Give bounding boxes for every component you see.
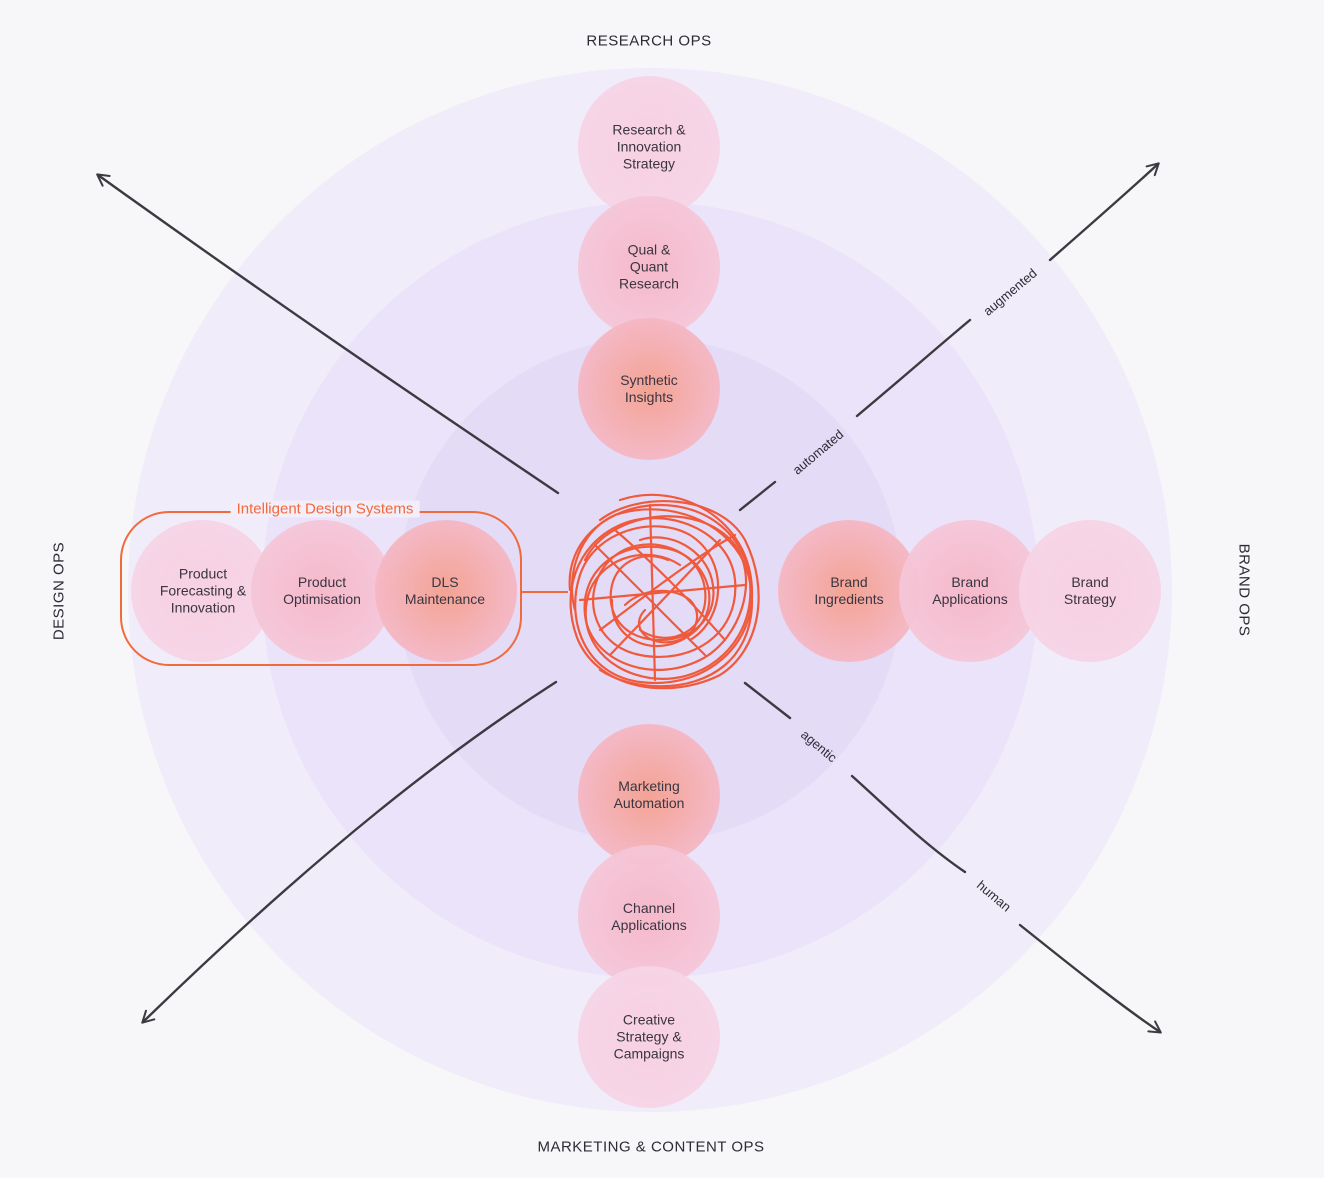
node-label-design-3: Product Forecasting & Innovation	[159, 565, 247, 616]
node-label-research-1: Synthetic Insights	[620, 372, 678, 405]
node-circle-design-1	[375, 520, 517, 662]
brand-node-circles	[778, 520, 1161, 662]
node-circle-brand-1	[778, 520, 920, 662]
node-circle-design-3	[131, 520, 273, 662]
axis-title-marketing-content-ops: MARKETING & CONTENT OPS	[537, 1138, 765, 1156]
node-circle-brand-2	[899, 520, 1041, 662]
central-scribble	[568, 493, 760, 690]
arrow-down-right-segment-2	[850, 774, 967, 874]
node-circle-research-3	[578, 76, 720, 218]
node-circle-marketing-2	[578, 845, 720, 987]
node-label-marketing-2: Channel Applications	[611, 900, 687, 933]
node-label-design-1: DLS Maintenance	[404, 574, 486, 607]
node-label-research-2: Qual & Quant Research	[619, 241, 679, 292]
node-label-design-2: Product Optimisation	[283, 574, 361, 607]
arrow-up-left	[96, 173, 560, 495]
group-title-intelligent-design-systems: Intelligent Design Systems	[230, 500, 420, 518]
arrow-down-right-segment-3	[1018, 923, 1162, 1034]
node-circle-design-2	[251, 520, 393, 662]
node-label-brand-3: Brand Strategy	[1063, 574, 1117, 607]
node-label-research-3: Research & Innovation Strategy	[612, 121, 686, 172]
research-node-circles	[578, 76, 720, 460]
node-circle-marketing-3	[578, 966, 720, 1108]
design-node-circles	[131, 520, 517, 662]
node-circle-marketing-1	[578, 724, 720, 866]
marketing-node-circles	[578, 724, 720, 1108]
node-label-brand-2: Brand Applications	[932, 574, 1008, 607]
axis-title-research-ops: RESEARCH OPS	[586, 32, 712, 50]
arrow-up-right-segment-3	[1048, 162, 1160, 262]
axis-title-brand-ops: BRAND OPS	[1235, 543, 1253, 637]
node-label-marketing-1: Marketing Automation	[613, 778, 685, 811]
node-circle-research-2	[578, 196, 720, 338]
node-circle-research-1	[578, 318, 720, 460]
node-circle-brand-3	[1019, 520, 1161, 662]
arrow-down-left	[141, 680, 558, 1024]
axis-title-design-ops: DESIGN OPS	[50, 541, 68, 641]
inner-ring	[398, 338, 902, 842]
arrow-up-right-segment-2	[855, 318, 972, 418]
arrow-up-right-segment-1	[738, 480, 777, 512]
arrow-down-right-segment-1	[743, 681, 792, 720]
node-label-marketing-3: Creative Strategy & Campaigns	[613, 1011, 685, 1062]
node-label-brand-1: Brand Ingredients	[814, 574, 884, 607]
